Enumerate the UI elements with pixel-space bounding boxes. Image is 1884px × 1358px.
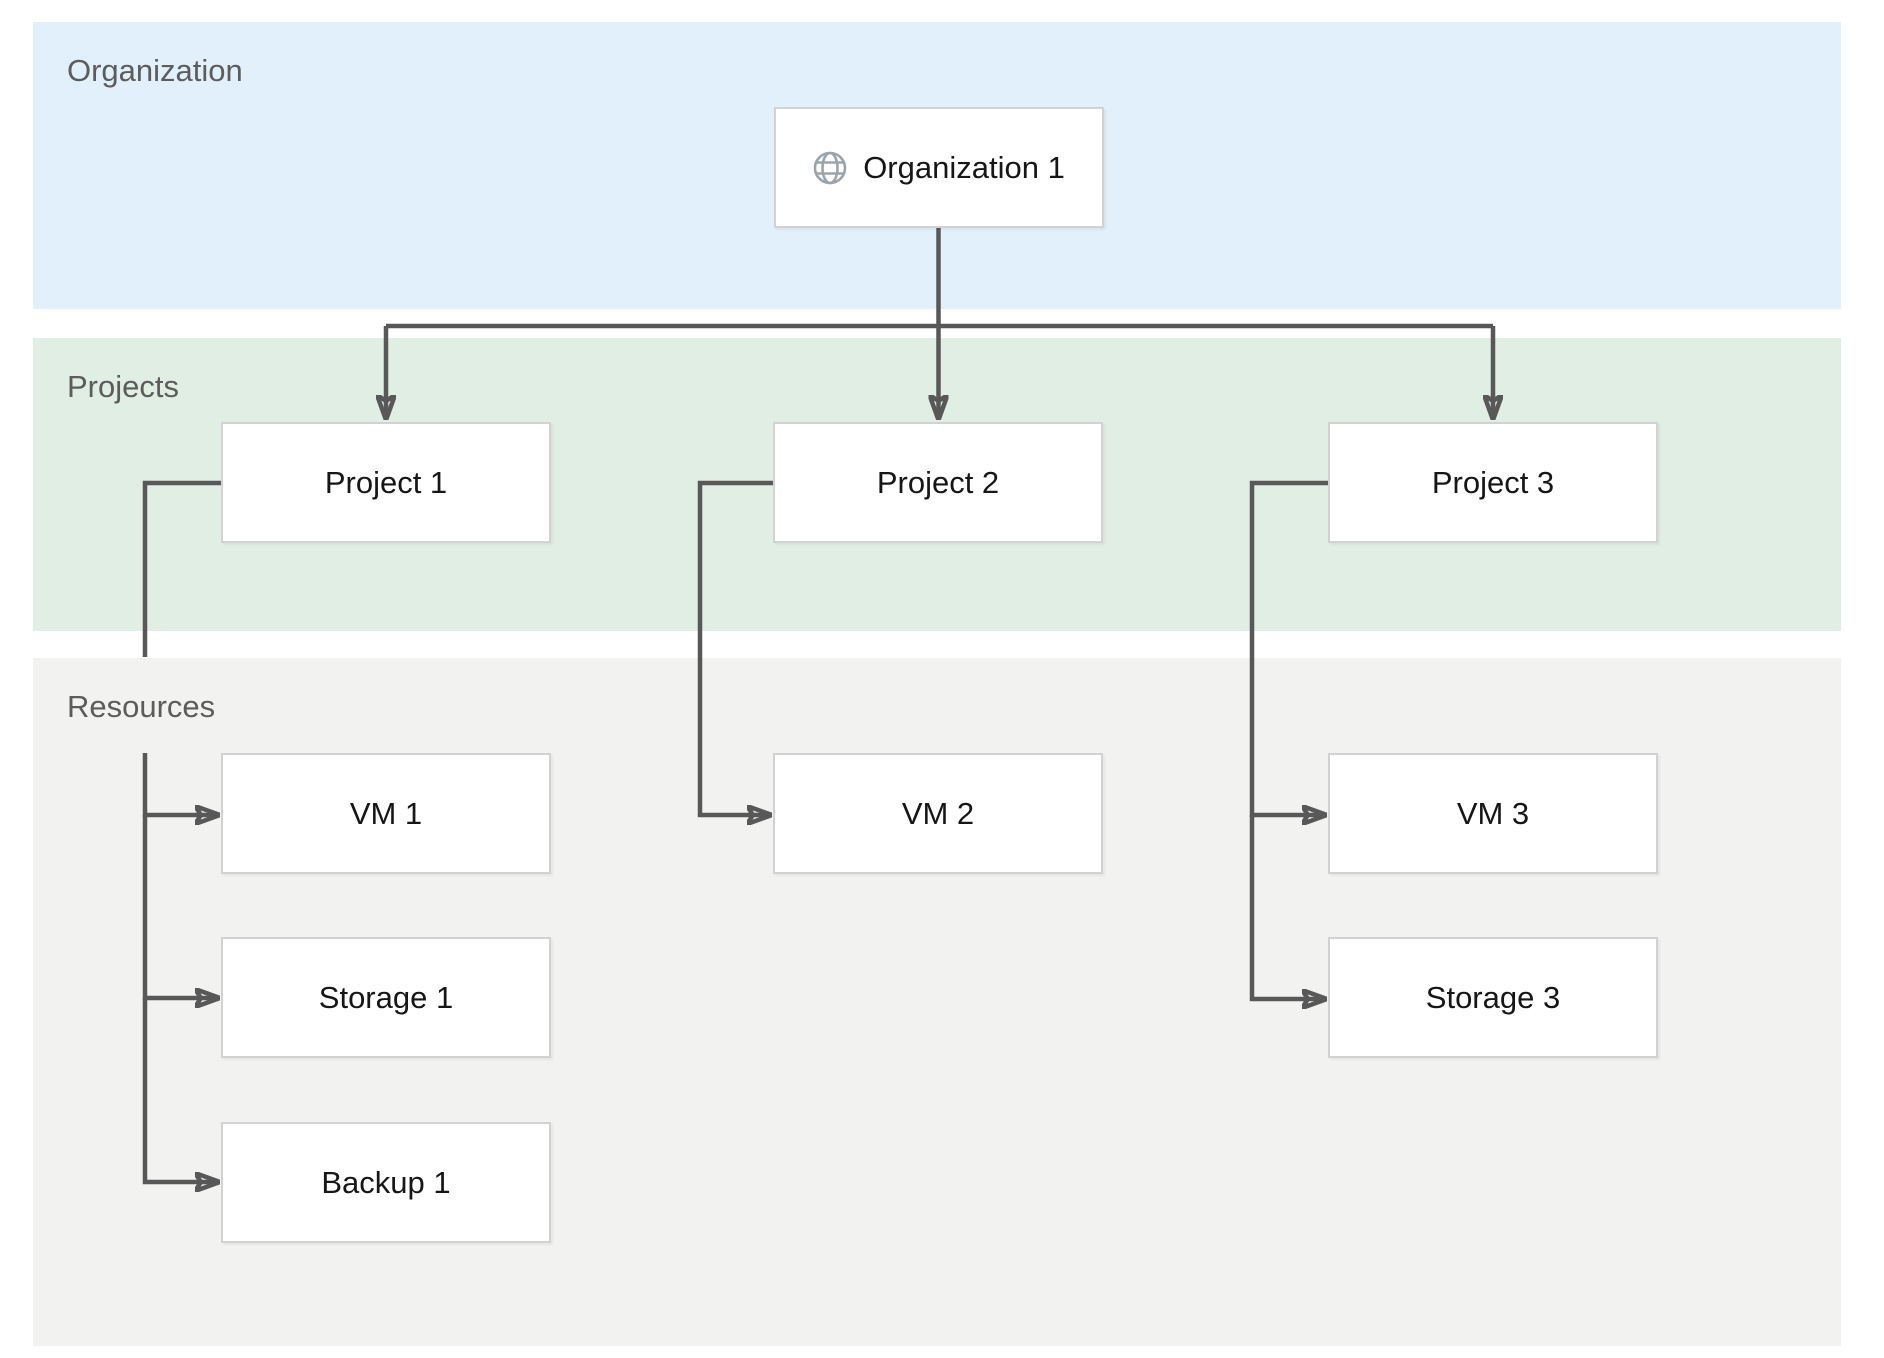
- node-storage-1: Storage 1: [221, 937, 551, 1058]
- node-label: Project 2: [876, 464, 1000, 500]
- node-label: Backup 1: [321, 1164, 451, 1200]
- node-project-2: Project 2: [773, 422, 1103, 543]
- node-project-3: Project 3: [1328, 422, 1658, 543]
- node-label: VM 3: [1456, 795, 1530, 831]
- node-label: Project 1: [324, 464, 448, 500]
- node-organization-1: Organization 1: [774, 107, 1104, 228]
- node-project-1: Project 1: [221, 422, 551, 543]
- organization-band-label: Organization: [67, 53, 243, 88]
- node-label: Storage 1: [318, 979, 454, 1015]
- node-label: VM 2: [901, 795, 975, 831]
- node-storage-3: Storage 3: [1328, 937, 1658, 1058]
- node-vm-3: VM 3: [1328, 753, 1658, 874]
- globe-icon: [813, 151, 847, 184]
- node-label: VM 1: [349, 795, 423, 831]
- resources-band-label: Resources: [67, 689, 216, 724]
- node-label: Storage 3: [1425, 979, 1561, 1015]
- node-backup-1: Backup 1: [221, 1122, 551, 1243]
- node-vm-2: VM 2: [773, 753, 1103, 874]
- node-label: Organization 1: [863, 149, 1065, 185]
- node-vm-1: VM 1: [221, 753, 551, 874]
- node-label: Project 3: [1431, 464, 1555, 500]
- projects-band-label: Projects: [67, 369, 179, 404]
